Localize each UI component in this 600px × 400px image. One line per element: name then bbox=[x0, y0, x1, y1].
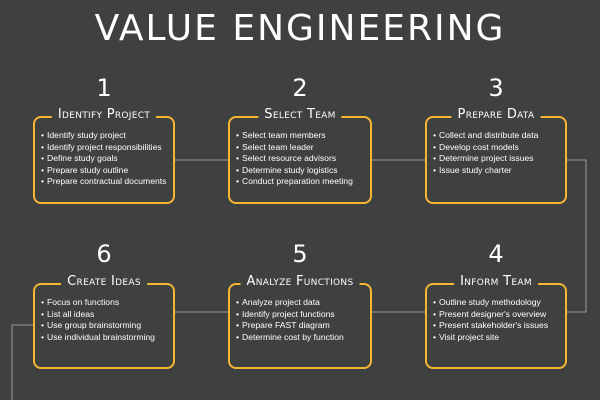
list-item: •Prepare contractual documents bbox=[41, 176, 167, 187]
list-item: •Identify study project bbox=[41, 130, 126, 140]
list-item: •Prepare FAST diagram bbox=[236, 320, 330, 331]
step-3-title: Prepare Data bbox=[451, 107, 541, 122]
list-item: •Focus on functions bbox=[41, 297, 120, 307]
list-item: •Determine study logistics bbox=[236, 164, 338, 175]
step-4-list: •Outline study methodology •Present desi… bbox=[427, 285, 565, 343]
list-item: •Present designer's overview bbox=[433, 308, 547, 319]
step-1-title: Identify Project bbox=[51, 107, 157, 122]
list-item: •Outline study methodology bbox=[433, 297, 541, 307]
step-5-number: 5 bbox=[292, 240, 308, 268]
list-item: •Issue study charter bbox=[433, 164, 512, 175]
step-6-list: •Focus on functions •List all ideas •Use… bbox=[35, 285, 173, 343]
step-1-box: Identify Project •Identify study project… bbox=[33, 107, 175, 204]
list-item: •Select resource advisors bbox=[236, 153, 337, 164]
step-2-list: •Select team members •Select team leader… bbox=[230, 118, 370, 188]
step-4-number: 4 bbox=[488, 240, 504, 268]
list-item: •List all ideas bbox=[41, 308, 95, 319]
list-item: •Present stakeholder's issues bbox=[433, 320, 549, 331]
list-item: •Determine cost by function bbox=[236, 331, 344, 342]
step-3-box: Prepare Data •Collect and distribute dat… bbox=[425, 107, 567, 204]
step-2-title: Select Team bbox=[258, 107, 342, 122]
step-4-box: Inform Team •Outline study methodology •… bbox=[425, 274, 567, 369]
list-item: •Select team members bbox=[236, 130, 326, 140]
list-item: •Use group brainstorming bbox=[41, 320, 142, 331]
step-2-box: Select Team •Select team members •Select… bbox=[228, 107, 372, 204]
step-3-number: 3 bbox=[488, 74, 504, 102]
step-3-list: •Collect and distribute data •Develop co… bbox=[427, 118, 565, 176]
connector-6-next bbox=[11, 324, 33, 400]
list-item: •Select team leader bbox=[236, 141, 314, 152]
list-item: •Conduct preparation meeting bbox=[236, 176, 353, 187]
step-1-number: 1 bbox=[96, 74, 112, 102]
step-1-list: •Identify study project •Identify projec… bbox=[35, 118, 173, 188]
list-item: •Identify project functions bbox=[236, 308, 335, 319]
step-4-title: Inform Team bbox=[454, 274, 538, 289]
step-2-number: 2 bbox=[292, 74, 308, 102]
step-5-list: •Analyze project data •Identify project … bbox=[230, 285, 370, 343]
list-item: •Analyze project data bbox=[236, 297, 320, 307]
page-title: VALUE ENGINEERING bbox=[94, 8, 506, 49]
list-item: •Identify project responsibilities bbox=[41, 141, 162, 152]
step-6-title: Create Ideas bbox=[61, 274, 147, 289]
list-item: •Determine project issues bbox=[433, 153, 534, 164]
list-item: •Visit project site bbox=[433, 331, 500, 342]
list-item: •Develop cost models bbox=[433, 141, 519, 152]
connector-3-4 bbox=[567, 159, 587, 313]
list-item: •Define study goals bbox=[41, 153, 118, 164]
list-item: •Prepare study outline bbox=[41, 164, 129, 175]
step-6-number: 6 bbox=[96, 240, 112, 268]
list-item: •Use individual brainstorming bbox=[41, 331, 155, 342]
step-6-box: Create Ideas •Focus on functions •List a… bbox=[33, 274, 175, 369]
step-5-title: Analyze Functions bbox=[240, 274, 360, 289]
list-item: •Collect and distribute data bbox=[433, 130, 539, 140]
step-5-box: Analyze Functions •Analyze project data … bbox=[228, 274, 372, 369]
